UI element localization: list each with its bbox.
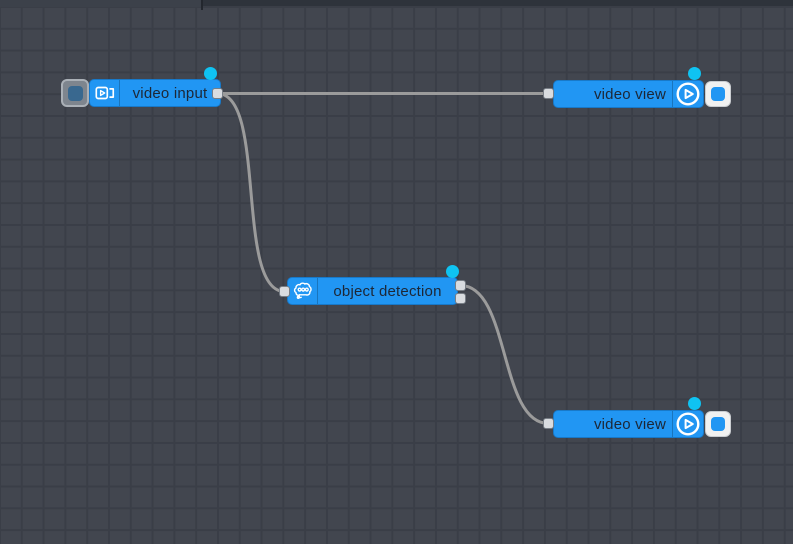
- node-label: video view: [593, 415, 666, 433]
- input-port-video-view-bottom[interactable]: [543, 418, 554, 429]
- toggle-square-icon: [67, 85, 83, 101]
- video-view-display-button[interactable]: [705, 81, 731, 107]
- status-dot: [204, 67, 217, 80]
- node-video-view-top[interactable]: video view: [553, 80, 704, 108]
- output-port-object-detection-1[interactable]: [455, 280, 466, 291]
- node-video-input[interactable]: video input: [89, 79, 221, 107]
- node-icon-area: [288, 278, 318, 304]
- video-camera-icon: [94, 86, 114, 100]
- play-circle-icon: [676, 82, 700, 106]
- input-port-object-detection[interactable]: [279, 286, 290, 297]
- status-dot: [688, 67, 701, 80]
- node-label: video view: [593, 85, 666, 103]
- input-port-video-view-top[interactable]: [543, 88, 554, 99]
- node-label: object detection: [333, 282, 442, 300]
- status-dot: [688, 397, 701, 410]
- node-icon-area: [90, 80, 120, 106]
- active-tab-edge[interactable]: [0, 0, 201, 7]
- wire-videoinput-to-objectdetection[interactable]: [216, 92, 286, 293]
- status-dot: [446, 265, 459, 278]
- video-view-display-button[interactable]: [705, 411, 731, 437]
- output-port-object-detection-2[interactable]: [455, 293, 466, 304]
- workspace-tab-bar: [0, 0, 793, 10]
- display-square-icon: [711, 87, 725, 101]
- play-circle-icon: [676, 412, 700, 436]
- display-square-icon: [711, 417, 725, 431]
- node-label: video input: [132, 84, 208, 102]
- video-input-toggle-button[interactable]: [61, 79, 89, 107]
- brain-icon: [293, 282, 312, 299]
- wire-objectdetection-to-videoview-bottom[interactable]: [459, 284, 550, 425]
- tab-divider: [201, 0, 203, 10]
- output-port-video-input[interactable]: [212, 88, 223, 99]
- node-video-view-bottom[interactable]: video view: [553, 410, 704, 438]
- node-icon-area: [672, 81, 703, 107]
- tab-bar-background: [203, 0, 793, 6]
- node-icon-area: [672, 411, 703, 437]
- node-object-detection[interactable]: object detection: [287, 277, 458, 305]
